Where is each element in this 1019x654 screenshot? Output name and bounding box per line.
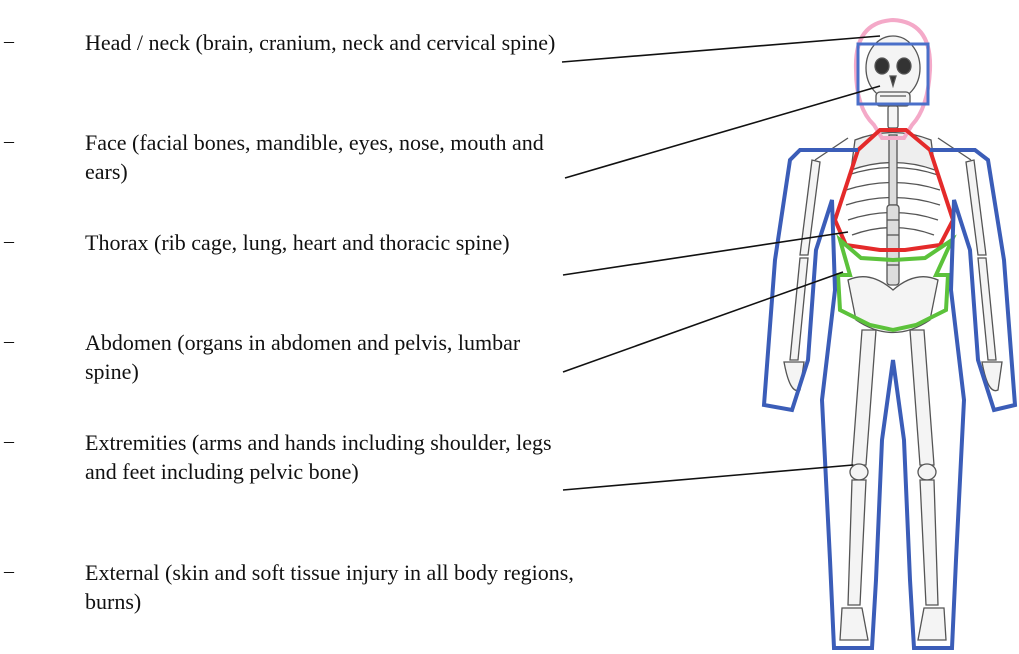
leader-line-extremities xyxy=(563,465,853,490)
leader-line-face xyxy=(565,86,880,178)
skeleton-body xyxy=(784,36,1002,640)
leader-line-head-neck xyxy=(562,36,880,62)
